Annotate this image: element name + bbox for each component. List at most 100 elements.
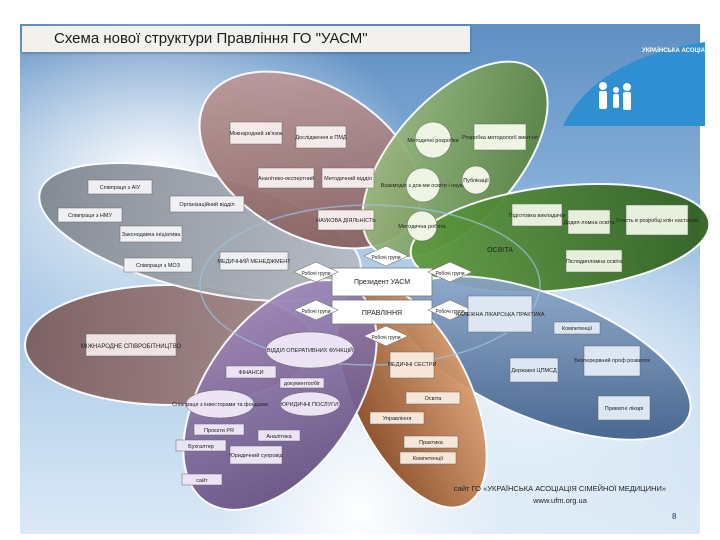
wg-right: Робочі групи: [427, 261, 473, 283]
method-item-star: [414, 121, 452, 159]
logo-text: УКРАЇНСЬКА АСОЦІАЦІЯ СІМЕЙНОЇ МЕДИЦИНИ: [642, 46, 720, 54]
science-item: Дослідження в ПМД: [295, 135, 347, 141]
education-content: Підготовка викладачів Додип-ломна освіта…: [487, 203, 698, 273]
method-item-box: [473, 123, 527, 151]
wg-left: Робочі групи: [293, 261, 339, 283]
president-label: Президент УАСМ: [354, 279, 410, 286]
practice-item-box: [553, 321, 601, 335]
science-title: НАУКОВА ДІЯЛЬНІСТЬ: [316, 218, 376, 224]
support-item: Проєкти PR: [204, 428, 234, 434]
practice-content: НАЛЕЖНА ЛІКАРСЬКА ПРАКТИКА Компетенції Б…: [455, 295, 651, 421]
support-item: ЮРИДИЧНІ ПОСЛУГИ:: [280, 402, 340, 408]
edu-item: Підготовка викладачів: [509, 213, 566, 219]
practice-item-box: [597, 395, 651, 421]
methodology-content: Методичні розробки Розробка методології …: [381, 121, 538, 242]
edu-item-box: [625, 204, 689, 236]
support-item: Бухгалтер: [188, 444, 214, 450]
edu-item: Участь в розробці клін настанов: [616, 218, 698, 224]
practice-title-box: [467, 295, 533, 333]
support-item-box: [279, 377, 325, 389]
nurses-item-box: [369, 411, 425, 425]
nurses-item-box: [403, 435, 459, 449]
mgmt-title: МЕДИЧНИЙ МЕНЕДЖМЕНТ: [217, 257, 291, 265]
support-item-box: [229, 445, 283, 465]
edu-item-box: [565, 249, 623, 273]
nurses-item-box: [399, 451, 457, 465]
support-content: ВІДДІЛ ОПЕРАТИВНИХ ФУНКЦІЙ ФІНАНСИ Співп…: [172, 331, 355, 486]
support-item: ФІНАНСИ: [238, 370, 263, 376]
practice-item: Приватні лікарі: [605, 406, 644, 412]
footer-site[interactable]: www.ufm.org.ua: [533, 496, 587, 505]
edu-item: Післядипломна освіта: [566, 259, 624, 265]
method-item: Розробка методології викл-ня: [462, 135, 538, 141]
practice-item: Державні ЦПМСД: [511, 368, 557, 374]
president-box: [331, 267, 433, 297]
slide-title: Схема нової структури Правління ГО "УАСМ…: [54, 30, 368, 47]
support-item-box: [181, 473, 223, 486]
support-item-box: [193, 423, 245, 436]
mgmt-item-box: [123, 257, 193, 273]
support-item-box: [175, 439, 227, 452]
wg-lower-left-label: Робочі групи: [301, 309, 330, 315]
nurses-content: МЕДИЧНІ СЕСТРИ Освіта Управління Практик…: [369, 351, 461, 465]
mgmt-item: Законодавча ініціатива: [122, 232, 182, 238]
wg-right-label: Робочі групи: [435, 271, 464, 277]
support-title: ВІДДІЛ ОПЕРАТИВНИХ ФУНКЦІЙ: [267, 346, 353, 354]
footer-org: сайт ГО «УКРАЇНСЬКА АСОЦІАЦІЯ СІМЕЙНОЇ М…: [453, 484, 667, 493]
science-title-box: [317, 209, 375, 231]
wg-bottom: Робочі групи: [363, 325, 409, 347]
nurses-item: Управління: [383, 416, 412, 422]
board-label: ПРАВЛІННЯ: [362, 310, 402, 317]
edu-item-box: [567, 209, 611, 235]
page-number: 8: [672, 512, 677, 521]
wg-top-label: Робочі групи: [371, 255, 400, 261]
intl-content: МІЖНАРОДНЕ СПІВРОБІТНИЦТВО: [81, 333, 182, 357]
intl-title: МІЖНАРОДНЕ СПІВРОБІТНИЦТВО: [81, 344, 182, 350]
nurses-title: МЕДИЧНІ СЕСТРИ: [387, 362, 436, 368]
support-item: Співпраця з інвесторами та фондами: [172, 402, 268, 408]
mgmt-item-box: [169, 195, 245, 213]
management-content: Співпраця з АІУ Співпраця з НМУ Організа…: [57, 179, 291, 273]
mgmt-item: Співпраця з МОЗ: [136, 263, 181, 269]
support-item: документообіг: [284, 381, 320, 387]
nurses-item: Компетенції: [413, 456, 444, 462]
wg-bottom-label: Робочі групи: [371, 335, 400, 341]
method-item-star: [405, 167, 441, 203]
support-item-box: [257, 429, 301, 442]
science-content: Міжнародний зв'язок Дослідження в ПМД Ан…: [229, 121, 376, 231]
method-item: Публікації: [463, 178, 489, 184]
practice-item-box: [583, 345, 641, 377]
title-bar: Схема нової структури Правління ГО "УАСМ…: [22, 26, 470, 52]
science-item-box: [257, 167, 315, 189]
footer: сайт ГО «УКРАЇНСЬКА АСОЦІАЦІЯ СІМЕЙНОЇ М…: [440, 484, 680, 506]
support-item-shape: [279, 391, 341, 417]
science-item: Аналітико-експертний: [258, 175, 314, 182]
science-item-box: [229, 121, 283, 145]
family-icon: [599, 82, 631, 110]
edu-item-box: [511, 203, 563, 227]
nurses-item: Практика: [419, 440, 444, 446]
edu-item: Додип-ломна освіта: [563, 220, 615, 226]
mgmt-item-box: [119, 225, 183, 243]
wg-lower-right: Робочі групи: [427, 299, 473, 321]
support-title-shape: [265, 331, 355, 369]
logo: УКРАЇНСЬКА АСОЦІАЦІЯ СІМЕЙНОЇ МЕДИЦИНИ: [563, 42, 720, 126]
mgmt-item: Організаційний відділ: [179, 201, 234, 208]
method-item-star: [461, 165, 491, 195]
mgmt-item: Співпраця з АІУ: [100, 185, 141, 191]
logo-swoosh: [563, 42, 705, 126]
nurses-item: Освіта: [425, 396, 443, 402]
nurses-title-box: [389, 351, 435, 379]
wg-lower-left: Робочі групи: [293, 299, 339, 321]
method-item: Методичні розробки: [407, 138, 458, 144]
method-title-star: [406, 210, 438, 242]
practice-item-box: [509, 357, 559, 383]
wg-left-label: Робочі групи: [301, 271, 330, 277]
practice-item: Безперервний проф розвиток: [574, 357, 650, 364]
science-item: Методичний відділ: [324, 175, 372, 182]
working-groups: Робочі групи Робочі групи Робочі групи Р…: [293, 245, 473, 347]
practice-item: Компетенції: [562, 326, 593, 332]
edu-title: ОСВІТА: [487, 247, 513, 254]
